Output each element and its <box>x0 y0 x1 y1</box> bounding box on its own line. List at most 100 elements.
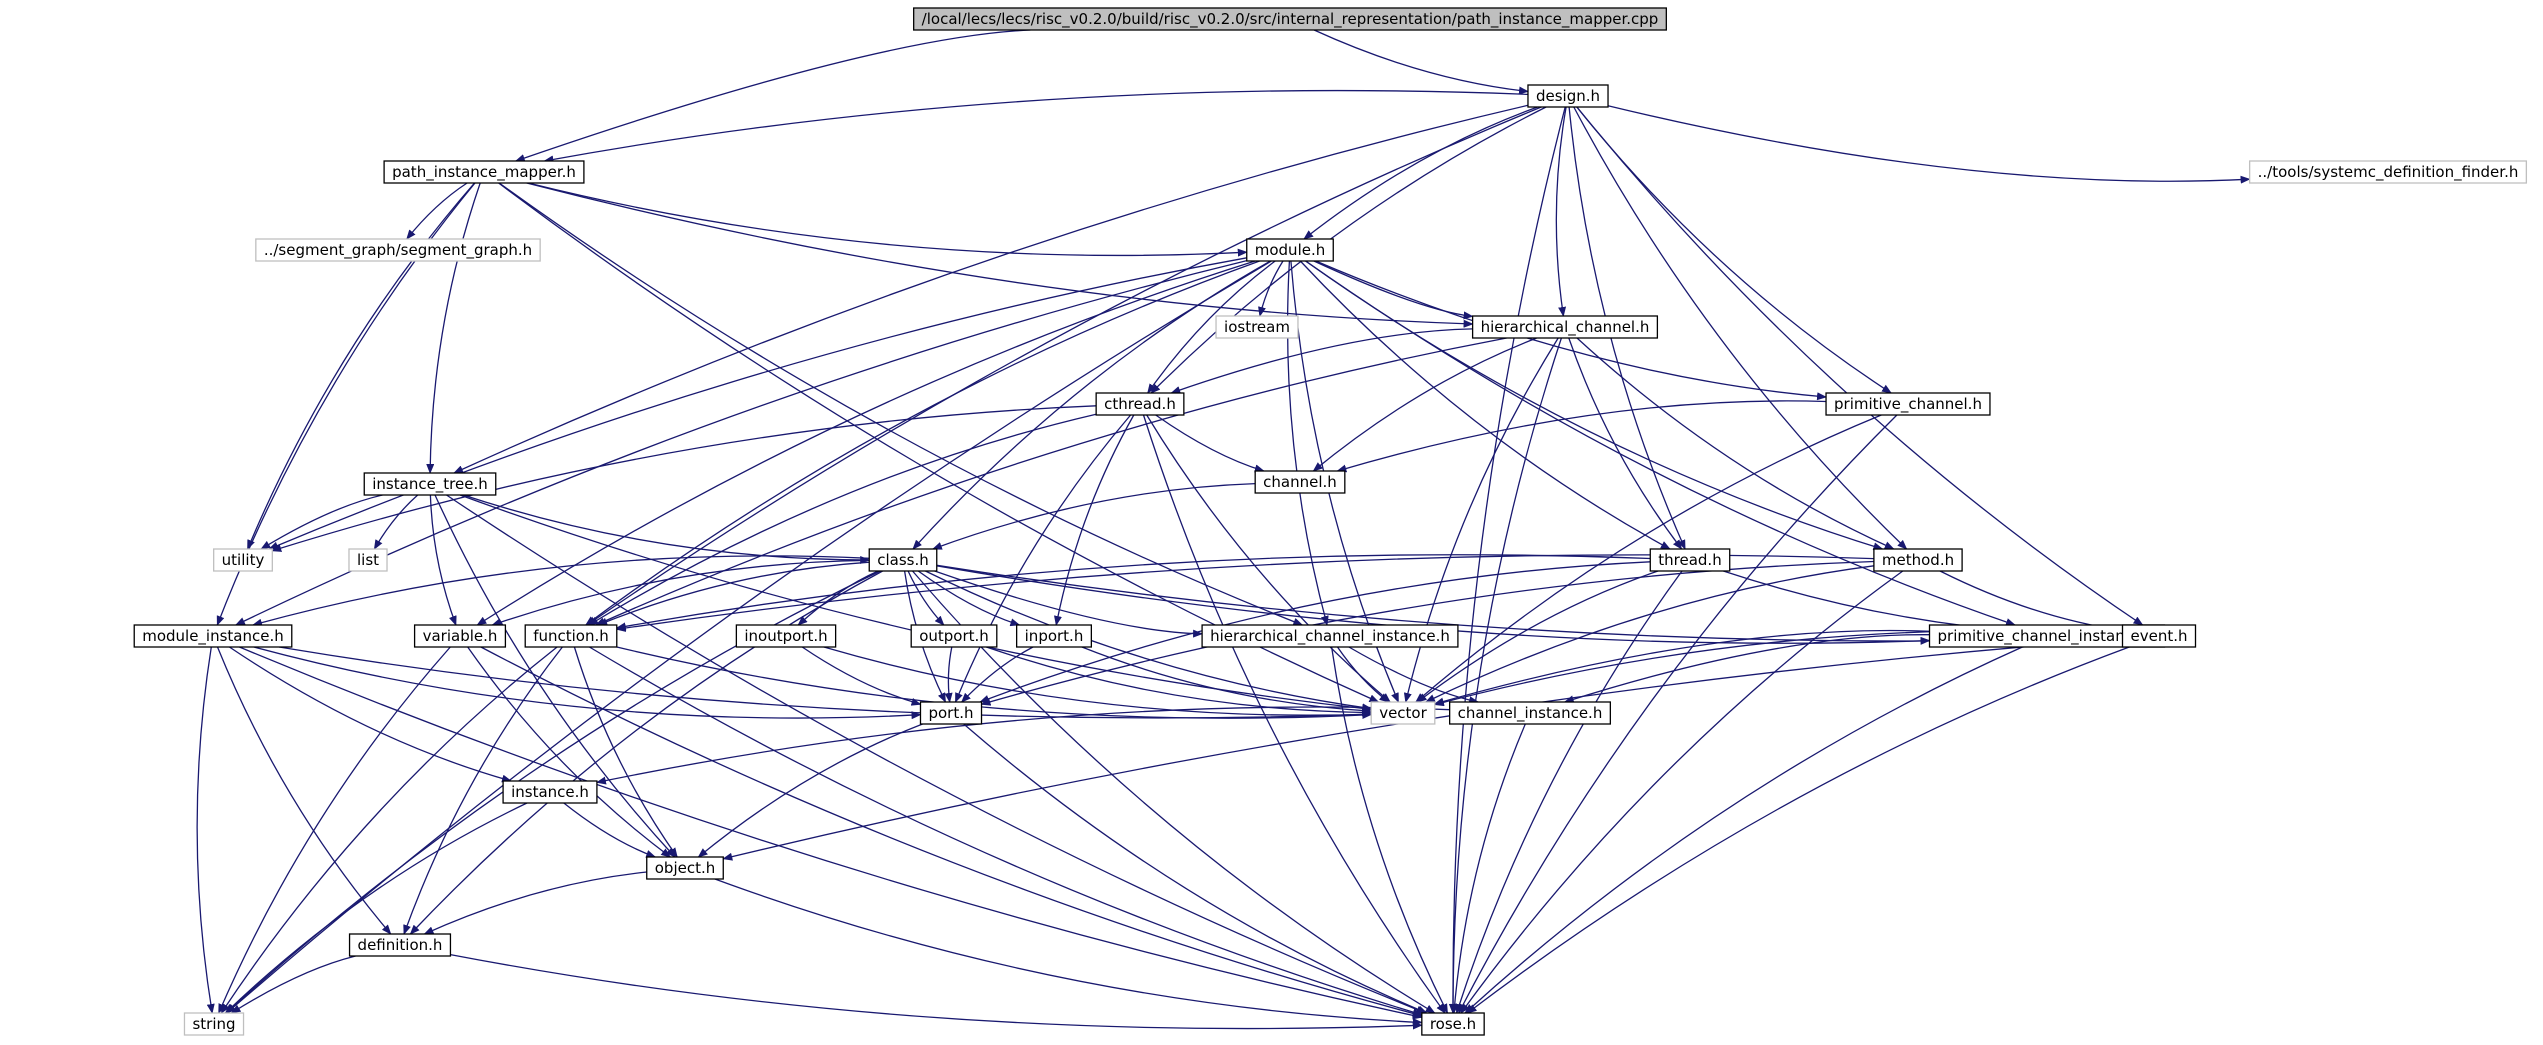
graph-node-inoutport[interactable]: inoutport.h <box>735 624 837 648</box>
edge-design-to-hchan <box>1555 106 1567 317</box>
edge-itree-to-object <box>434 494 676 858</box>
edge-class-to-vector <box>925 570 1373 712</box>
edge-pcinst-to-cinst <box>1563 634 1930 704</box>
edge-definition-to-string <box>230 955 356 1014</box>
edge-design-to-module <box>1303 106 1538 240</box>
node-box <box>348 548 388 572</box>
node-box <box>1370 701 1436 725</box>
edge-pim-to-hcinst <box>498 182 1304 626</box>
node-box <box>213 548 273 572</box>
node-box <box>646 856 724 880</box>
graph-node-string: string <box>183 1012 245 1036</box>
node-box <box>1449 701 1611 725</box>
edge-pchan-to-vector <box>1415 414 1882 703</box>
node-label: primitive_channel.h <box>1834 395 1982 414</box>
graph-node-outport[interactable]: outport.h <box>910 624 998 648</box>
edge-module-to-hcinst <box>1286 260 1329 626</box>
node-box <box>919 701 983 725</box>
node-box <box>255 238 541 262</box>
node-label: design.h <box>1536 87 1600 105</box>
edge-class-to-outport <box>907 570 945 626</box>
edge-instance-to-object <box>563 802 657 858</box>
graph-node-thread[interactable]: thread.h <box>1649 548 1731 572</box>
graph-node-event[interactable]: event.h <box>2121 624 2197 648</box>
edge-function-to-vector <box>616 646 1373 720</box>
edge-itree-to-class <box>463 494 871 564</box>
graph-node-definition[interactable]: definition.h <box>348 933 452 957</box>
edge-design-to-pim <box>543 89 1529 164</box>
graph-node-instance[interactable]: instance.h <box>502 780 598 804</box>
edge-method-to-vector <box>1424 565 1874 703</box>
graph-node-method[interactable]: method.h <box>1873 548 1963 572</box>
node-label: vector <box>1379 704 1427 722</box>
node-label: /local/lecs/lecs/risc_v0.2.0/build/risc_… <box>922 10 1659 29</box>
graph-node-vector: vector <box>1370 701 1436 725</box>
edge-thread-to-function <box>615 554 1651 631</box>
edge-module-to-pcinst <box>1305 260 2016 626</box>
edge-modinst-to-vector <box>278 646 1373 719</box>
edge-cinst-to-instance <box>595 706 1450 785</box>
edge-pchan-to-rose <box>1458 414 1898 1014</box>
edge-outport-to-port <box>944 646 953 703</box>
edge-variable-to-object <box>467 646 672 858</box>
edge-cinst-to-rose <box>1450 723 1526 1014</box>
node-label: channel_instance.h <box>1458 704 1603 723</box>
edge-class-to-inoutport <box>797 570 879 626</box>
edges-layer <box>196 29 2251 1030</box>
edge-hchan-to-rose <box>1449 337 1563 1014</box>
graph-node-pcinst[interactable]: primitive_channel_instance.h <box>1928 624 2166 648</box>
edge-object-to-rose <box>714 878 1423 1027</box>
edge-itree-to-vector <box>459 494 1373 713</box>
edge-itree-to-list <box>373 494 419 550</box>
graph-node-pchan[interactable]: primitive_channel.h <box>1825 392 1991 416</box>
graph-node-module[interactable]: module.h <box>1246 238 1334 262</box>
graph-node-port[interactable]: port.h <box>919 701 983 725</box>
node-label: utility <box>222 551 265 569</box>
graph-node-inport[interactable]: inport.h <box>1015 624 1093 648</box>
graph-node-cthread[interactable]: cthread.h <box>1095 392 1185 416</box>
node-label: rose.h <box>1430 1015 1476 1033</box>
edge-modinst-to-string <box>196 646 215 1014</box>
edge-cthread-to-port <box>954 414 1132 703</box>
graph-node-variable[interactable]: variable.h <box>413 624 507 648</box>
node-label: ../tools/systemc_definition_finder.h <box>2258 163 2519 182</box>
node-label: thread.h <box>1658 551 1721 569</box>
graph-node-modinst[interactable]: module_instance.h <box>133 624 293 648</box>
node-label: variable.h <box>423 627 498 645</box>
edge-class-to-inport <box>917 570 1021 627</box>
graph-node-design[interactable]: design.h <box>1527 84 1609 108</box>
edge-module-to-hchan <box>1313 260 1474 320</box>
graph-node-class[interactable]: class.h <box>868 548 938 572</box>
node-box <box>1095 392 1185 416</box>
edge-method-to-rose <box>1460 570 1904 1014</box>
edge-module-to-thread <box>1299 260 1671 550</box>
graph-node-hcinst[interactable]: hierarchical_channel_instance.h <box>1201 624 1459 648</box>
graph-node-object[interactable]: object.h <box>646 856 724 880</box>
node-box <box>524 624 618 648</box>
graph-node-itree[interactable]: instance_tree.h <box>363 472 497 496</box>
node-label: ../segment_graph/segment_graph.h <box>264 241 532 260</box>
graph-node-utility: utility <box>213 548 273 572</box>
graph-node-rose[interactable]: rose.h <box>1421 1012 1485 1036</box>
edge-method-to-port <box>980 560 1874 706</box>
node-box <box>1825 392 1991 416</box>
edge-hchan-to-thread <box>1568 337 1683 550</box>
edge-module-to-function <box>584 260 1260 626</box>
graph-node-cinst[interactable]: channel_instance.h <box>1449 701 1611 725</box>
graph-node-root[interactable]: /local/lecs/lecs/risc_v0.2.0/build/risc_… <box>913 7 1667 31</box>
edge-module-to-method <box>1305 260 1884 551</box>
edge-cthread-to-utility <box>271 405 1097 552</box>
edge-design-to-pchan <box>1576 106 1892 394</box>
node-label: instance_tree.h <box>372 475 488 494</box>
edge-class-to-function <box>597 561 870 626</box>
edge-class-to-modinst <box>252 555 870 627</box>
edge-root-to-pim <box>514 29 1031 162</box>
graph-node-pim[interactable]: path_instance_mapper.h <box>383 160 585 184</box>
edge-port-to-rose <box>963 723 1428 1014</box>
graph-node-hchan[interactable]: hierarchical_channel.h <box>1471 315 1659 339</box>
edge-pim-to-utility <box>247 182 475 550</box>
edge-hcinst-to-vector <box>1336 646 1390 703</box>
edge-module-to-iostream <box>1258 260 1284 317</box>
graph-node-function[interactable]: function.h <box>524 624 618 648</box>
graph-node-channel[interactable]: channel.h <box>1254 470 1346 494</box>
